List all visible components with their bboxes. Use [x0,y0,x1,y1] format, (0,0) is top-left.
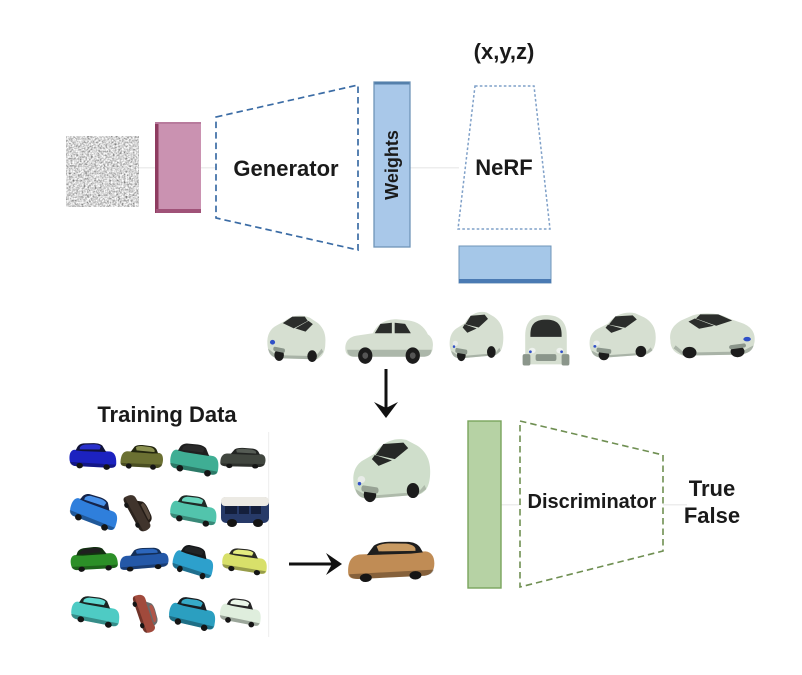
svg-text:Generator: Generator [233,156,339,181]
svg-text:NeRF: NeRF [475,155,532,180]
svg-text:True: True [689,476,735,501]
svg-text:(x,y,z): (x,y,z) [474,39,535,64]
svg-text:Training Data: Training Data [97,402,237,427]
svg-text:False: False [684,503,740,528]
svg-text:Weights: Weights [382,130,402,200]
svg-text:Discriminator: Discriminator [528,491,657,513]
